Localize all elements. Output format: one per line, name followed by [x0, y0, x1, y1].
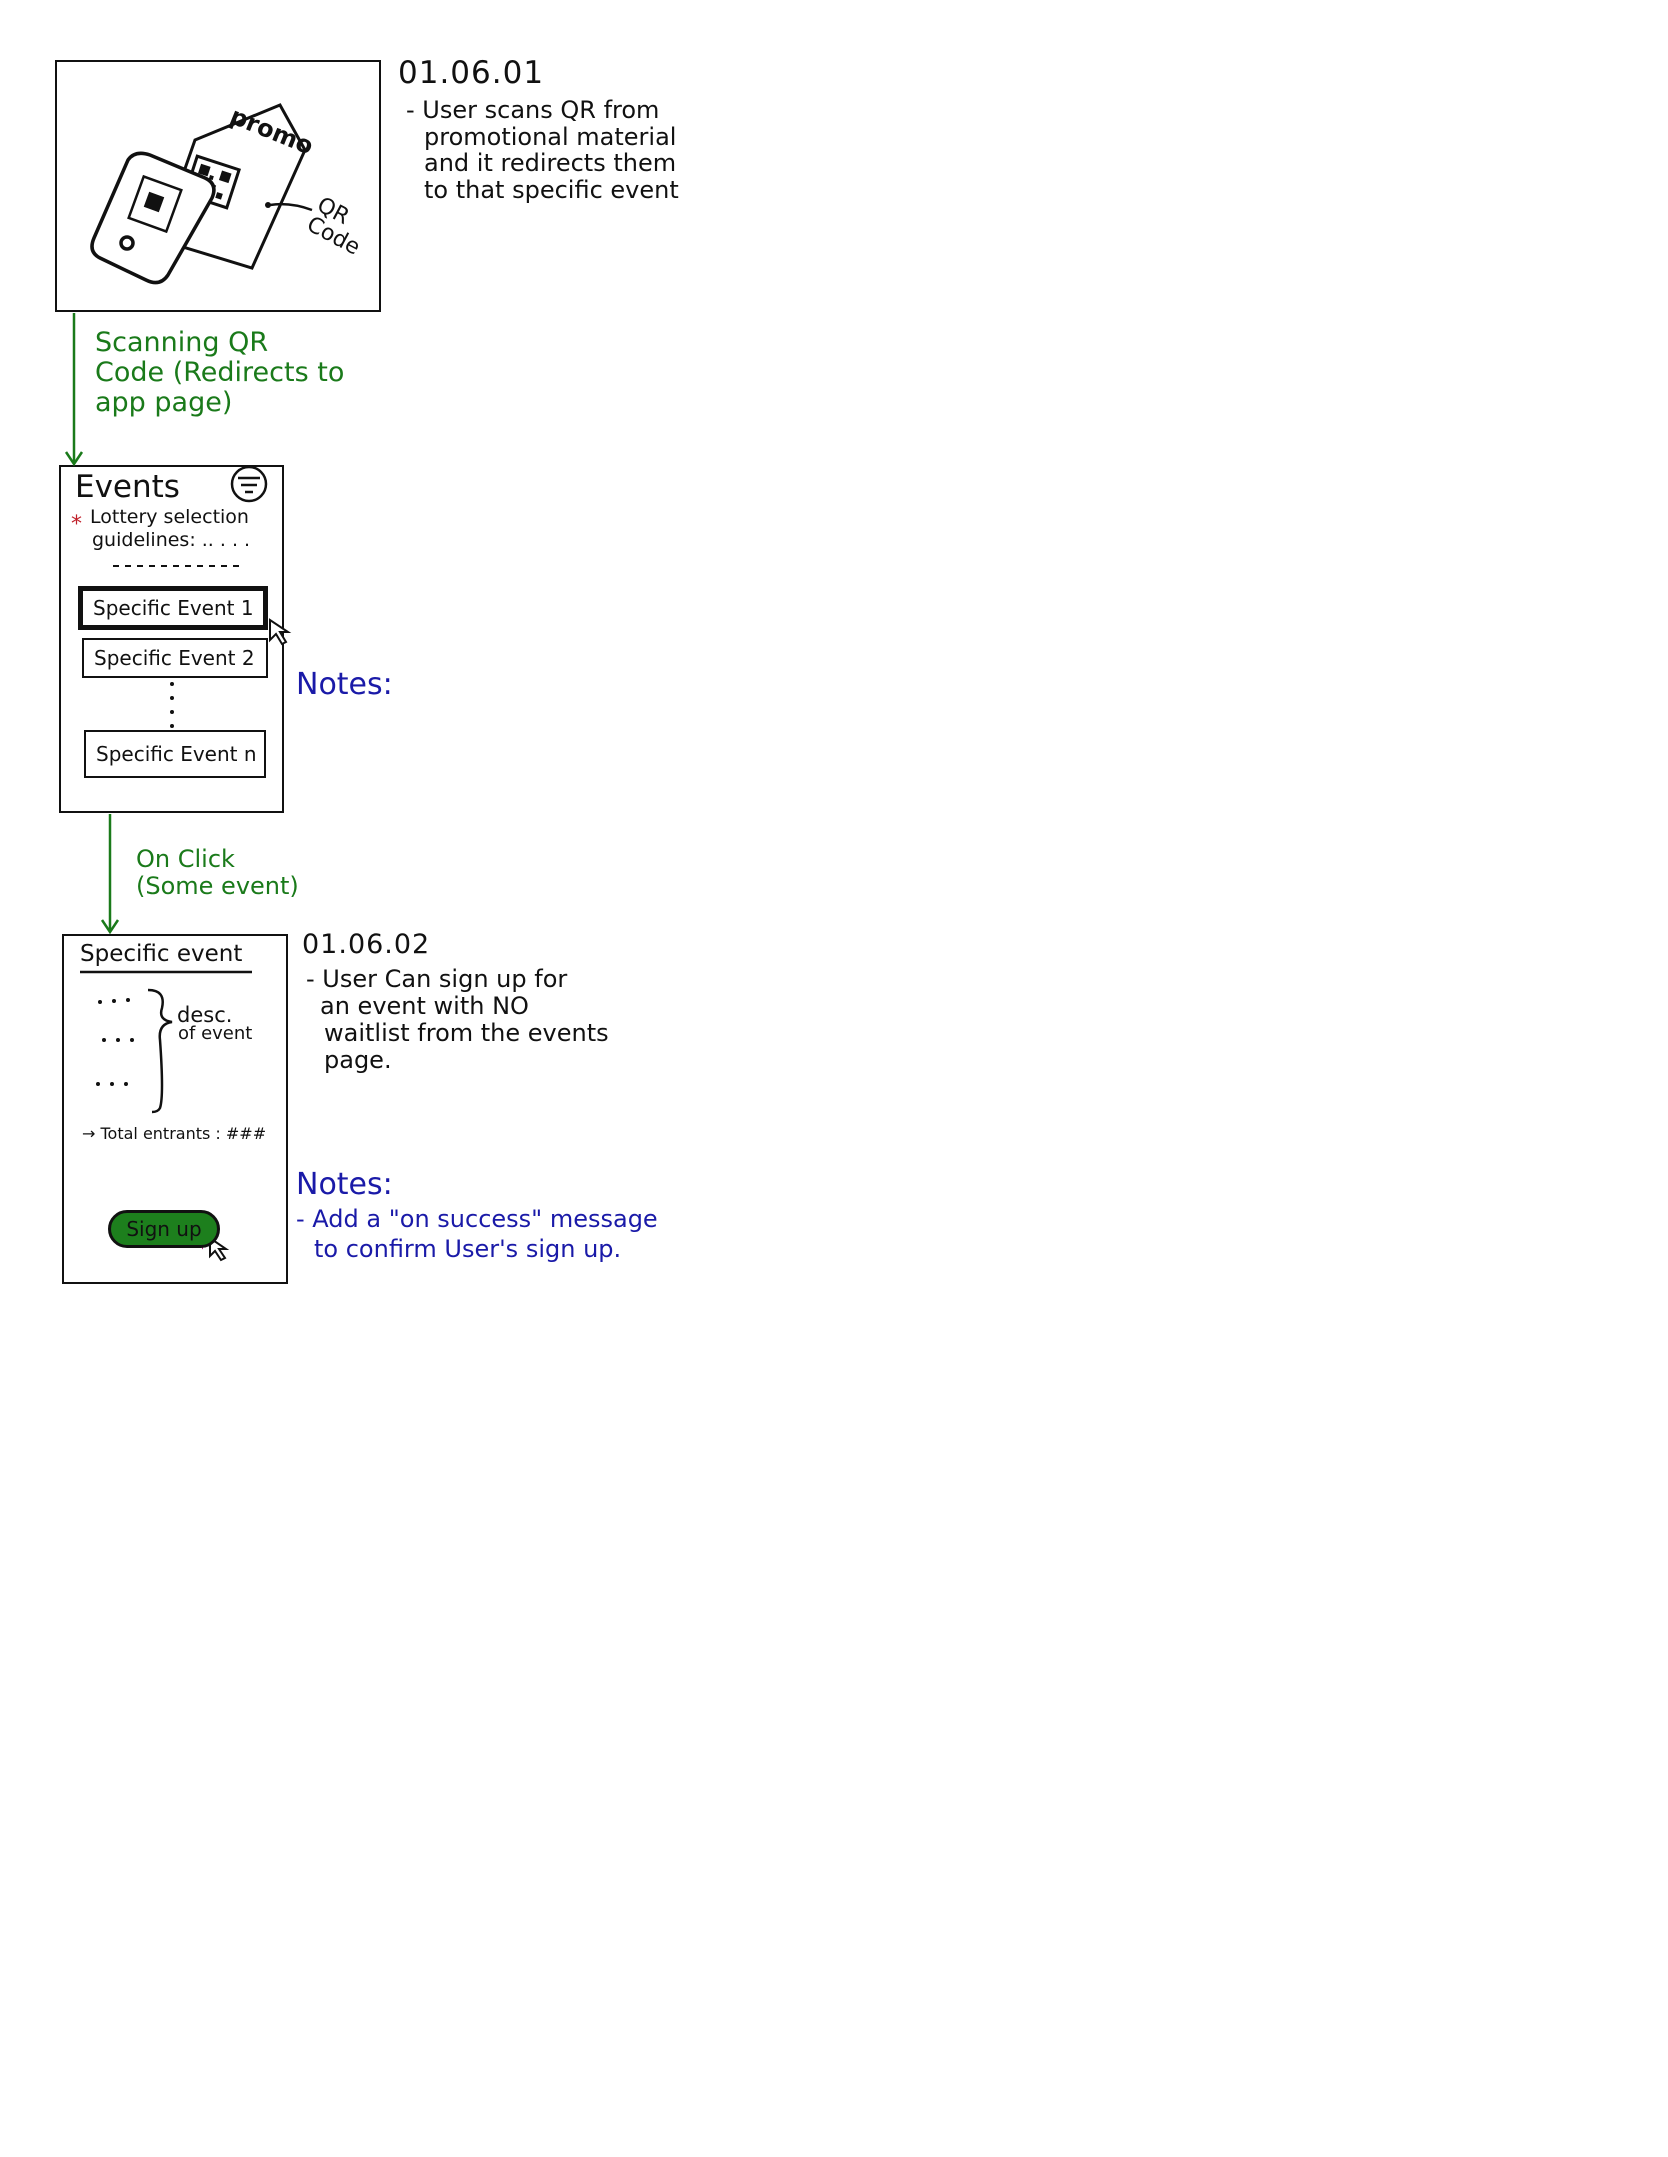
notes-label: Notes: [296, 1167, 393, 1202]
transition-line: app page) [95, 387, 233, 419]
note-01-06-02: 01.06.02 - User Can sign up for an event… [302, 929, 609, 1074]
note-line: waitlist from the events [324, 1018, 609, 1047]
note-01-06-01: 01.06.01 - User scans QR from promotiona… [398, 56, 679, 204]
desc-dots [96, 998, 134, 1086]
click-cursor-icon [269, 618, 292, 646]
signup-click-mark-icon: * [198, 1238, 207, 1259]
transition-line: (Some event) [136, 871, 299, 900]
note-id: 01.06.01 [398, 55, 545, 91]
note-line: and it redirects them [424, 149, 677, 178]
transition-line: On Click [136, 845, 235, 873]
event-item-label: Specific Event n [96, 741, 257, 766]
note-line: promotional material [424, 122, 677, 151]
note-line: - User scans QR from [406, 95, 660, 124]
arrow-scan-to-events [64, 313, 84, 467]
event-item-2[interactable]: Specific Event 2 [82, 638, 268, 678]
arrow-events-to-detail [100, 814, 120, 935]
required-asterisk-icon: * [71, 512, 82, 537]
notes-line: to confirm User's sign up. [314, 1235, 622, 1264]
event-detail-screen-frame [62, 934, 288, 1284]
events-notes: Notes: [296, 667, 393, 702]
notes-line: - Add a "on success" message [296, 1204, 658, 1233]
event-item-1[interactable]: Specific Event 1 [78, 586, 268, 630]
event-item-label: Specific Event 1 [93, 595, 254, 620]
detail-notes: Notes: - Add a "on success" message to c… [296, 1168, 658, 1263]
events-title: Events [75, 469, 180, 505]
note-line: to that specific event [424, 176, 679, 205]
event-item-n[interactable]: Specific Event n [84, 730, 266, 778]
guidelines-line1: Lottery selection [90, 506, 249, 528]
transition-click-label: On Click (Some event) [136, 846, 299, 900]
transition-line: Scanning QR [95, 327, 269, 358]
transition-line: Code (Redirects to [95, 357, 345, 389]
note-id: 01.06.02 [302, 929, 431, 960]
phone-icon [90, 151, 216, 285]
transition-scan-label: Scanning QR Code (Redirects to app page) [95, 327, 345, 419]
signup-cursor-icon [209, 1236, 230, 1262]
more-items-ellipsis [170, 682, 174, 728]
desc-brace [147, 988, 173, 1114]
filter-icon [230, 465, 268, 503]
desc-line2: of event [178, 1023, 253, 1044]
guidelines-line2: guidelines: .. . . . [92, 529, 251, 551]
event-item-label: Specific Event 2 [94, 645, 255, 670]
note-line: page. [324, 1045, 392, 1074]
sign-up-button[interactable]: Sign up [108, 1210, 220, 1248]
qr-pointer-line [269, 202, 313, 212]
total-entrants: → Total entrants : ### [82, 1124, 267, 1143]
note-line: an event with NO [320, 992, 529, 1021]
sign-up-label: Sign up [126, 1216, 202, 1241]
desc-line1: desc. [177, 1003, 233, 1027]
note-line: - User Can sign up for [306, 965, 568, 994]
detail-title: Specific event [80, 941, 243, 967]
